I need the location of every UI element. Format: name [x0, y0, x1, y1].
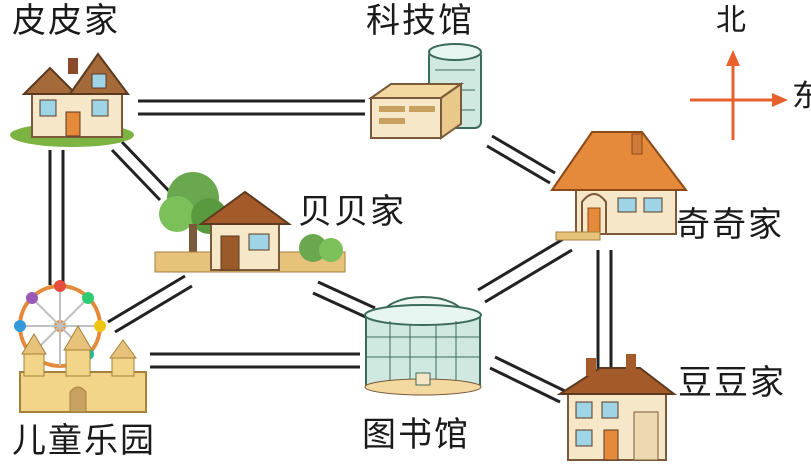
road-library-qiqi [477, 236, 573, 304]
road-beibei-playground [107, 274, 193, 334]
road-beibei-library [312, 280, 376, 321]
label-doudou-home: 豆豆家 [678, 363, 786, 403]
library-icon [364, 296, 482, 396]
road-pipi-beibei [110, 140, 172, 202]
compass-east-label: 东 [792, 79, 811, 114]
playground-icon [14, 280, 147, 413]
label-beibei-home: 贝贝家 [298, 192, 406, 232]
qiqi-house-icon [550, 131, 689, 241]
compass-north-label: 北 [716, 3, 748, 38]
road-qiqi-doudou [596, 250, 613, 370]
roads [48, 99, 613, 404]
label-qiqi-home: 奇奇家 [676, 205, 784, 245]
beibei-house-icon [154, 172, 346, 273]
compass-icon [690, 50, 788, 140]
road-pipi-playground [48, 150, 65, 285]
road-science-qiqi [486, 134, 556, 185]
road-library-doudou [489, 355, 566, 404]
pipi-house-icon [10, 52, 134, 147]
label-playground: 儿童乐园 [12, 421, 156, 461]
doudou-house-icon [556, 354, 677, 461]
road-pipi-science [138, 99, 365, 116]
label-library: 图书馆 [362, 415, 470, 455]
label-pipi-home: 皮皮家 [12, 1, 120, 41]
road-playground-library [150, 352, 360, 369]
science-museum-icon [367, 43, 482, 140]
label-science-museum: 科技馆 [366, 1, 474, 41]
